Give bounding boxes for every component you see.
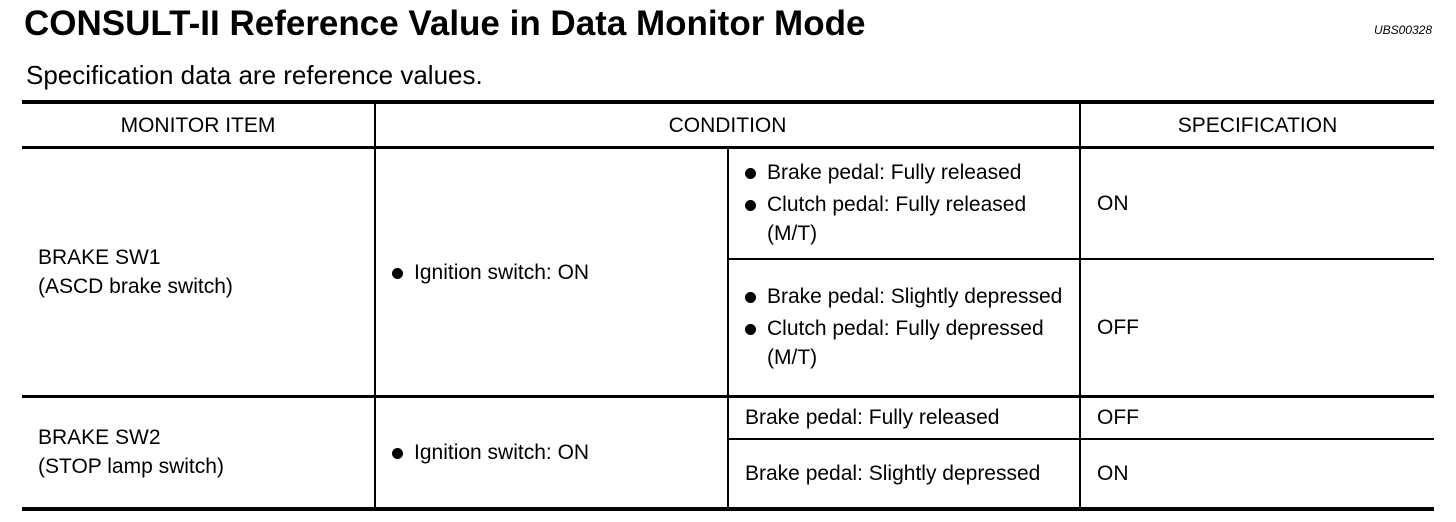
table-row: Brake pedal: Slightly depressed ON xyxy=(22,437,1435,509)
page-subtitle: Specification data are reference values. xyxy=(26,60,483,90)
table-row: BRAKE SW1 (ASCD brake switch) Ignition s… xyxy=(22,146,1435,397)
monitor-item-name: BRAKE SW1 xyxy=(38,246,161,269)
main-condition-cell: Ignition switch: ON xyxy=(374,395,728,509)
main-condition-cell: Ignition switch: ON xyxy=(374,146,728,397)
document-code: UBS00328 xyxy=(1373,23,1432,37)
condition-bullet: Ignition switch: ON xyxy=(392,438,715,467)
sub-condition-cell: Brake pedal: Fully released Clutch pedal… xyxy=(726,146,1081,259)
column-header-condition: CONDITION xyxy=(373,102,1081,149)
sub-condition-cell: Brake pedal: Slightly depressed Clutch p… xyxy=(726,257,1081,397)
specification-value: ON xyxy=(1079,146,1435,259)
monitor-item-description: (ASCD brake switch) xyxy=(38,275,233,298)
specification-value: OFF xyxy=(1079,395,1435,439)
condition-bullet: Clutch pedal: Fully released (M/T) xyxy=(745,190,1067,248)
monitor-item-description: (STOP lamp switch) xyxy=(38,455,224,479)
monitor-item-cell: BRAKE SW2 (STOP lamp switch) xyxy=(22,395,375,509)
page-title: CONSULT-II Reference Value in Data Monit… xyxy=(24,4,866,43)
sub-condition-cell: Brake pedal: Fully released xyxy=(726,395,1081,439)
condition-bullet: Brake pedal: Slightly depressed xyxy=(745,282,1067,311)
condition-bullet: Brake pedal: Fully released xyxy=(745,158,1067,187)
reference-value-table: MONITOR ITEM CONDITION SPECIFICATION BRA… xyxy=(22,100,1435,511)
column-header-monitor-item: MONITOR ITEM xyxy=(22,102,375,149)
condition-bullet: Ignition switch: ON xyxy=(392,258,715,287)
column-header-specification: SPECIFICATION xyxy=(1079,102,1435,149)
specification-value: ON xyxy=(1079,437,1435,509)
sub-condition-cell: Brake pedal: Slightly depressed xyxy=(726,437,1081,509)
table-header-row: MONITOR ITEM CONDITION SPECIFICATION xyxy=(22,102,1435,149)
monitor-item-name: BRAKE SW2 xyxy=(38,426,161,450)
monitor-item-cell: BRAKE SW1 (ASCD brake switch) xyxy=(22,146,375,397)
table-row: Brake pedal: Slightly depressed Clutch p… xyxy=(22,257,1435,397)
specification-value: OFF xyxy=(1079,257,1435,397)
condition-bullet: Clutch pedal: Fully depressed (M/T) xyxy=(745,314,1067,372)
table-row: BRAKE SW2 (STOP lamp switch) Ignition sw… xyxy=(22,395,1435,509)
